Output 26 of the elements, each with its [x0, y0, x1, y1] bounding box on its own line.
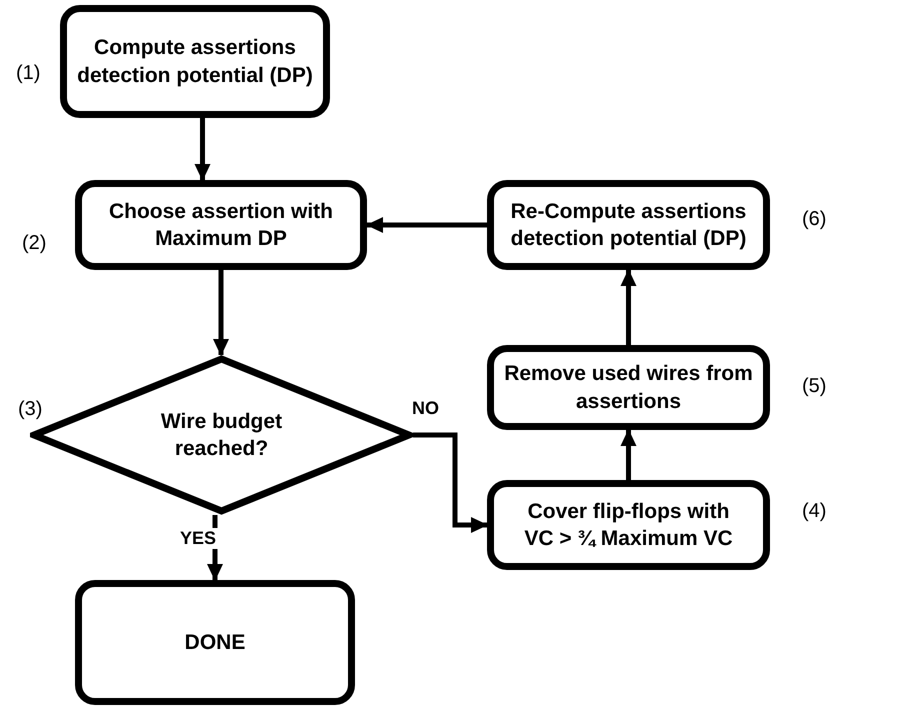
step-text: Wire budget reached?: [160, 408, 284, 462]
edge-label: YES: [178, 528, 218, 549]
arrow: [366, 217, 487, 233]
arrow: [194, 118, 210, 181]
arrow: [620, 269, 636, 345]
step-number: (3): [18, 398, 42, 421]
step-number: (1): [16, 62, 40, 85]
step-text: Compute assertions detection potential (DP): [76, 35, 314, 88]
process-box: [487, 345, 770, 430]
step-number: (4): [802, 500, 826, 523]
arrow: [620, 429, 636, 480]
step-number: (2): [22, 232, 46, 255]
step-number: (6): [802, 208, 826, 231]
step-text: Remove used wires from assertions: [503, 361, 754, 414]
step-text: Cover flip-flops with VC > ¾ Maximum VC: [523, 498, 734, 552]
arrow: [413, 432, 488, 533]
process-box: [60, 5, 330, 118]
process-box: [487, 480, 770, 570]
process-box: [75, 180, 367, 270]
step-number: (5): [802, 375, 826, 398]
step-text: Re-Compute assertions detection potential (DP): [510, 198, 748, 252]
step-text: Choose assertion with Maximum DP: [108, 198, 334, 252]
process-box: [75, 580, 355, 705]
arrow: [213, 270, 229, 356]
process-box: [487, 180, 770, 270]
step-text: DONE: [184, 630, 246, 656]
